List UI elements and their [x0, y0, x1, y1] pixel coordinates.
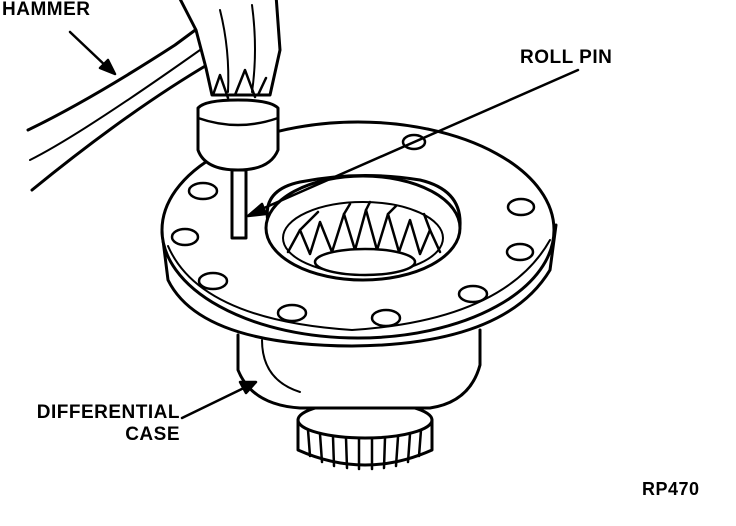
hammer-leader	[68, 30, 110, 70]
figure-reference: RP470	[642, 479, 700, 499]
hub-bore	[264, 173, 462, 282]
hammer	[26, 0, 282, 192]
bearing-cone	[296, 400, 434, 471]
roll-pin-leader	[253, 68, 580, 214]
label-differential-case-line1: DIFFERENTIAL	[36, 402, 180, 423]
differential-case-leader	[180, 384, 250, 420]
roll-pin	[230, 168, 248, 240]
label-differential-case-line2: CASE	[125, 424, 180, 445]
leader-lines	[68, 30, 580, 420]
label-hammer: HAMMER	[2, 0, 91, 20]
label-roll-pin: ROLL PIN	[520, 47, 613, 68]
label-differential-case: DIFFERENTIAL CASE	[12, 402, 180, 446]
side-gear	[286, 200, 442, 277]
flange-bolt-holes	[170, 133, 536, 328]
